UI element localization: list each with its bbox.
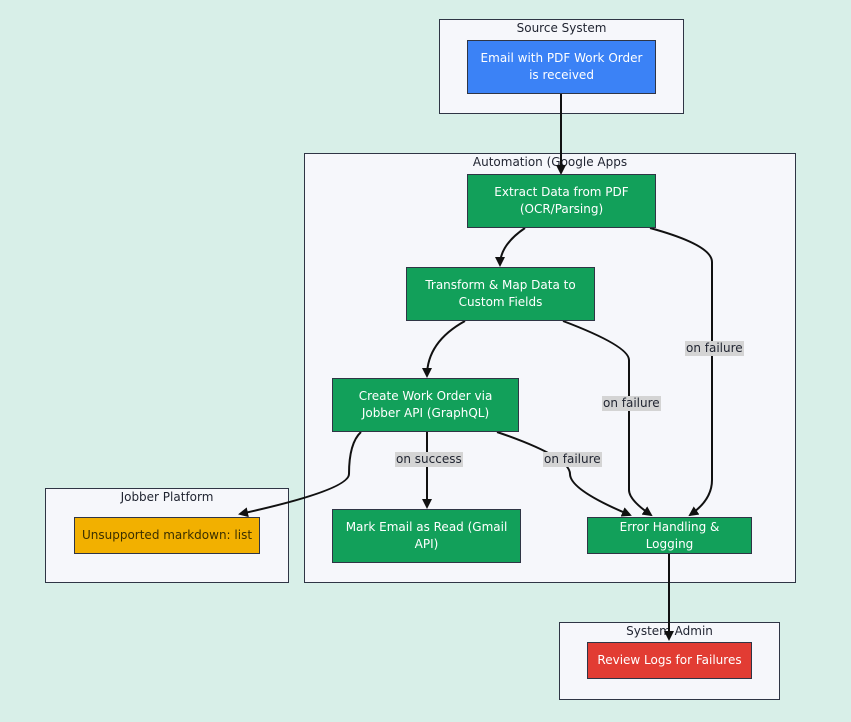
edge-label-transform-failure: on failure	[602, 396, 661, 411]
edge-transform-to-create	[422, 320, 466, 378]
node-email-received: Email with PDF Work Order is received	[467, 40, 656, 94]
edge-extract-to-error	[649, 227, 713, 517]
node-email-received-label: Email with PDF Work Order is received	[480, 51, 643, 82]
node-mark-email-read: Mark Email as Read (Gmail API)	[332, 509, 521, 563]
cluster-title-source-system: Source System	[516, 21, 607, 35]
node-create-work-order-label: Create Work Order via Jobber API (GraphQ…	[358, 389, 493, 420]
edge-label-create-failure: on failure	[543, 452, 602, 467]
cluster-title-jobber-platform: Jobber Platform	[120, 490, 214, 504]
cluster-title-automation: Automation (Google Apps	[472, 155, 628, 169]
edge-label-extract-failure: on failure	[685, 341, 744, 356]
node-mark-email-read-label: Mark Email as Read (Gmail API)	[345, 520, 508, 551]
node-review-logs: Review Logs for Failures	[587, 642, 752, 679]
edge-extract-to-transform	[495, 227, 526, 267]
node-error-handling: Error Handling & Logging	[587, 517, 752, 554]
edge-create-to-unsupported	[238, 431, 362, 518]
node-create-work-order: Create Work Order via Jobber API (GraphQ…	[332, 378, 519, 432]
node-extract-data-label: Extract Data from PDF (OCR/Parsing)	[494, 185, 629, 216]
node-error-handling-label: Error Handling & Logging	[619, 519, 720, 551]
node-transform-map: Transform & Map Data to Custom Fields	[406, 267, 595, 321]
edge-transform-to-error	[562, 320, 653, 517]
node-extract-data: Extract Data from PDF (OCR/Parsing)	[467, 174, 656, 228]
edge-create-to-error	[496, 431, 632, 517]
node-transform-map-label: Transform & Map Data to Custom Fields	[425, 278, 576, 309]
edge-label-create-success: on success	[395, 452, 463, 467]
node-unsupported-markdown-label: Unsupported markdown: list	[81, 528, 253, 542]
node-unsupported-markdown: Unsupported markdown: list	[74, 517, 260, 554]
node-review-logs-label: Review Logs for Failures	[597, 653, 742, 667]
